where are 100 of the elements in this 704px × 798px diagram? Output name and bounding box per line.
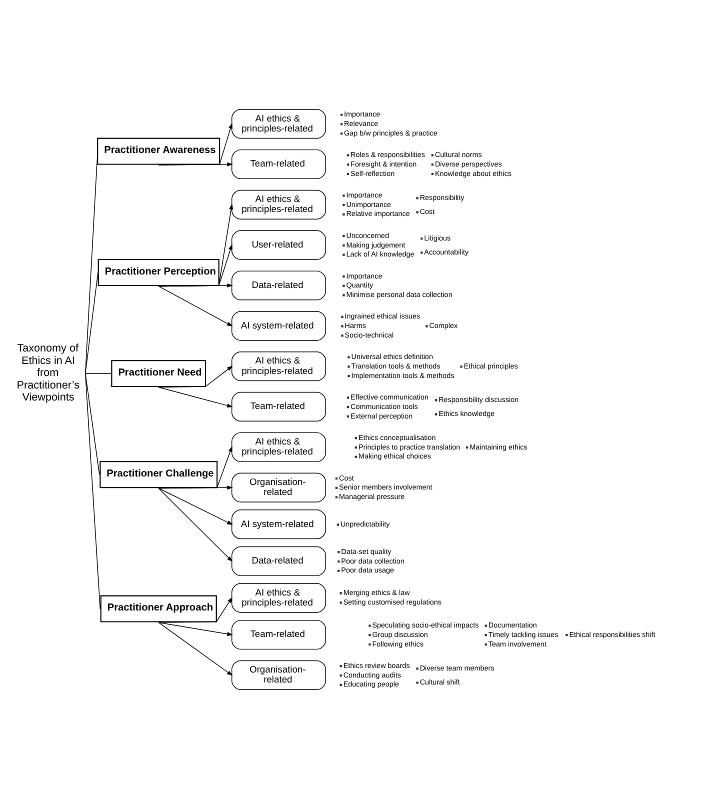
arrow [158, 596, 232, 622]
node-label: Poor data collection [341, 556, 404, 565]
node-label: Complex [429, 320, 458, 330]
node-box: Team-related [231, 391, 326, 421]
node-label: Self-reflection [350, 168, 395, 178]
node-label: Minimise personal data collection [346, 290, 452, 299]
arrow [158, 162, 233, 166]
node-label: Educating people [343, 679, 400, 688]
node-label: Unimportance [346, 199, 392, 208]
node-box: Organisation-related [231, 472, 326, 502]
node-label: Cost [339, 472, 354, 482]
node-label: Harms [344, 320, 366, 330]
node-label: Data-set quality [341, 546, 392, 556]
node-label: Group discussion [372, 629, 428, 638]
arrow [158, 487, 233, 524]
node-label: Cost [420, 206, 435, 216]
node-label: Setting customised regulations [343, 596, 442, 606]
node-label: Importance [344, 109, 380, 118]
node-box: Data-related [231, 270, 326, 300]
node-label: Ethical principles [464, 360, 518, 370]
node-label: Importance [346, 190, 382, 199]
node-box: Team-related [231, 619, 326, 650]
arrow [158, 622, 233, 636]
connector [85, 372, 100, 474]
node-label: Ethics knowledge [438, 408, 495, 418]
arrow [158, 386, 233, 407]
node-label: Ingrained ethical issues [344, 311, 420, 320]
node-label: Making ethical choices [358, 451, 431, 460]
node-box: AI ethics & principles-related [231, 432, 326, 462]
node-label: Communication tools [350, 401, 418, 410]
node-label: Importance [346, 270, 382, 280]
node-box: Organisation-related [231, 660, 326, 690]
node-label: External perception [350, 410, 413, 420]
node-box: User-related [231, 230, 326, 260]
arrow [158, 203, 234, 286]
arrow [158, 485, 233, 490]
node-box: AI ethics & principles-related [231, 351, 326, 381]
node-box: Team-related [231, 148, 326, 179]
node-box: Practitioner Challenge [100, 460, 218, 488]
node-box: AI system-related [231, 509, 326, 539]
node-label: Merging ethics & law [343, 588, 410, 597]
node-label: Team involvement [488, 638, 546, 648]
node-label: Diverse team members [420, 662, 494, 672]
node-label: Principles to practice translation [358, 442, 460, 451]
node-label: Cultural shift [420, 677, 460, 686]
node-label: Gap b/w principles & practice [344, 128, 438, 137]
connector [85, 372, 112, 374]
node-label: Timely tackling issues [488, 629, 558, 638]
node-label: Implementation tools & methods [351, 370, 454, 380]
node-label: Responsibility discussion [438, 394, 519, 404]
node-box: AI ethics & principles-related [231, 582, 326, 612]
node-label: Knowledge about ethics [434, 168, 512, 178]
arrow [158, 285, 233, 326]
arrow [158, 446, 232, 488]
node-text: Taxonomy of Ethics in AI from Practitioner’s Viewpoints [16, 342, 80, 404]
node-label: Relative importance [346, 208, 410, 218]
node-label: Senior members involvement [339, 482, 432, 492]
node-label: Responsibility [420, 192, 464, 202]
node-label: Ethics conceptualisation [358, 432, 436, 442]
connector [85, 272, 98, 374]
node-label: Unconcerned [346, 230, 390, 240]
node-label: Diverse perspectives [434, 158, 502, 168]
node-box: Practitioner Perception [98, 258, 220, 286]
connector [85, 150, 98, 374]
node-label: Speculating socio-ethical impacts [372, 620, 479, 630]
node-label: Accountability [424, 246, 469, 256]
node-box: Data-related [231, 546, 326, 576]
node-label: Quantity [346, 280, 374, 290]
node-label: Roles & responsibilities [350, 150, 426, 159]
node-box: AI ethics & principles-related [231, 189, 326, 219]
node-box: Practitioner Need [111, 360, 206, 387]
node-label: Ethical responsibilities shift [569, 629, 656, 638]
node-label: Translation tools & methods [351, 360, 440, 370]
node-box: AI system-related [231, 310, 326, 340]
node-label: Cultural norms [434, 150, 482, 159]
arrow [158, 365, 233, 388]
node-label: Documentation [488, 620, 537, 630]
arrow [158, 487, 233, 562]
node-label: Litigious [424, 232, 451, 242]
node-box: Practitioner Approach [100, 594, 217, 622]
arrow [158, 283, 233, 288]
node-label: Unpredictability [340, 519, 390, 528]
node-label: Making judgement [346, 240, 406, 249]
node-label: Managerial pressure [339, 492, 405, 501]
node-box: Practitioner Awareness [97, 137, 220, 164]
node-label: Maintaining ethics [470, 442, 528, 451]
node-label: Conducting audits [343, 670, 402, 679]
arrow [158, 244, 232, 286]
node-label: Relevance [344, 118, 378, 128]
node-label: Foresight & intention [350, 158, 417, 168]
node-label: Universal ethics definition [351, 352, 433, 361]
node-label: Effective communication [350, 392, 428, 401]
node-box: AI ethics & principles-related [231, 108, 326, 138]
node-label: Socio-technical [344, 330, 394, 339]
connector [85, 372, 101, 609]
node-label: Following ethics [372, 638, 424, 648]
arrow [158, 122, 232, 165]
arrow [158, 622, 233, 676]
node-label: Poor data usage [341, 565, 394, 574]
node-label: Lack of AI knowledge [346, 249, 414, 258]
